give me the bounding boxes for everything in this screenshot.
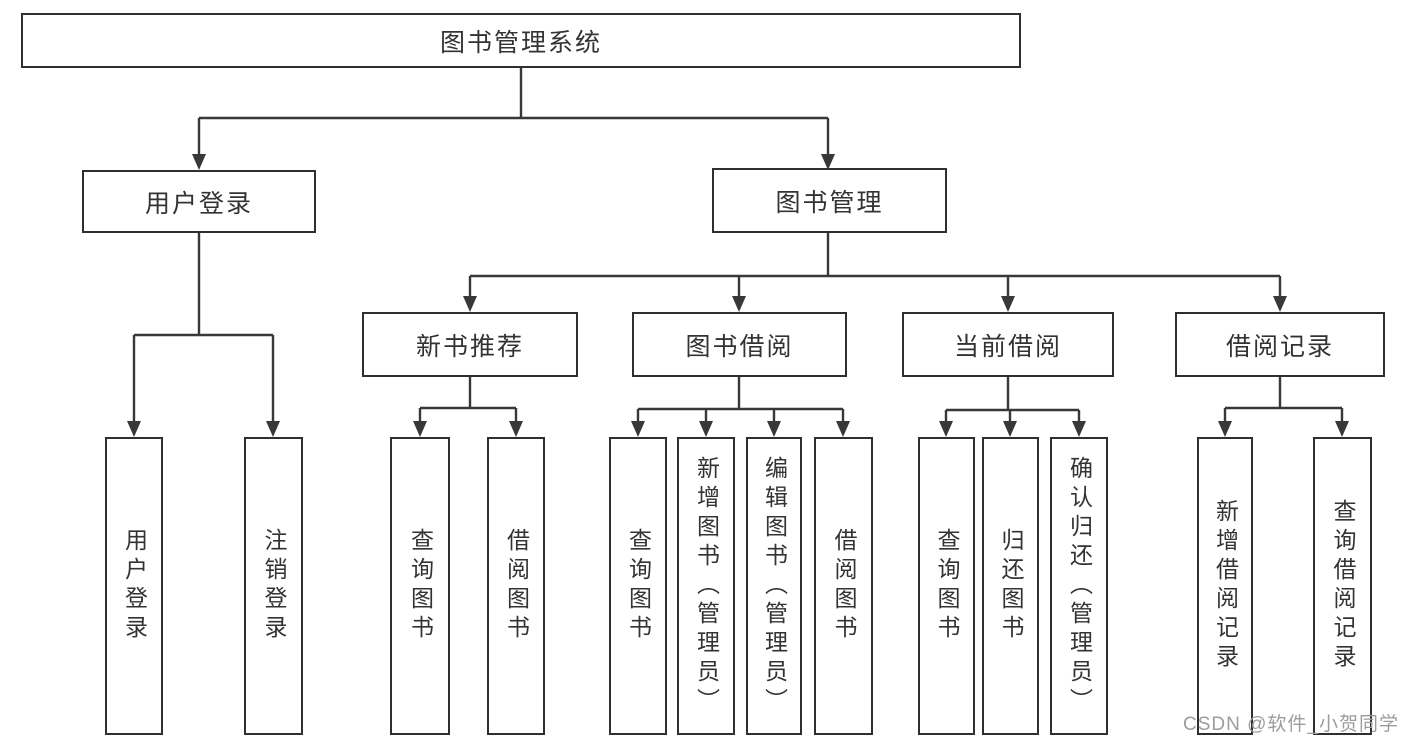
node-user-login: 用户登录 xyxy=(82,170,316,233)
csdn-watermark: CSDN @软件_小贺同学 xyxy=(1183,714,1399,735)
leaf-borrow-edit-books-admin: 编辑图书（管理员） xyxy=(746,437,802,735)
node-new-book-recommend: 新书推荐 xyxy=(362,312,578,377)
node-book-borrow: 图书借阅 xyxy=(632,312,847,377)
leaf-borrow-add-books-admin: 新增图书（管理员） xyxy=(677,437,735,735)
node-borrow-records: 借阅记录 xyxy=(1175,312,1385,377)
leaf-newbook-borrow-books: 借阅图书 xyxy=(487,437,545,735)
leaf-records-add-record: 新增借阅记录 xyxy=(1197,437,1253,735)
arrowhead-icons xyxy=(127,154,1349,437)
node-root-system: 图书管理系统 xyxy=(21,13,1021,68)
leaf-borrow-borrow-books: 借阅图书 xyxy=(814,437,873,735)
leaf-borrow-query-books: 查询图书 xyxy=(609,437,667,735)
leaf-newbook-query-books: 查询图书 xyxy=(390,437,450,735)
leaf-logout: 注销登录 xyxy=(244,437,303,735)
leaf-user-login: 用户登录 xyxy=(105,437,163,735)
leaf-current-query-books: 查询图书 xyxy=(918,437,975,735)
node-book-management: 图书管理 xyxy=(712,168,947,233)
leaf-current-confirm-return-admin: 确认归还（管理员） xyxy=(1050,437,1108,735)
leaf-current-return-books: 归还图书 xyxy=(982,437,1039,735)
node-current-borrow: 当前借阅 xyxy=(902,312,1114,377)
leaf-records-query-record: 查询借阅记录 xyxy=(1313,437,1372,735)
